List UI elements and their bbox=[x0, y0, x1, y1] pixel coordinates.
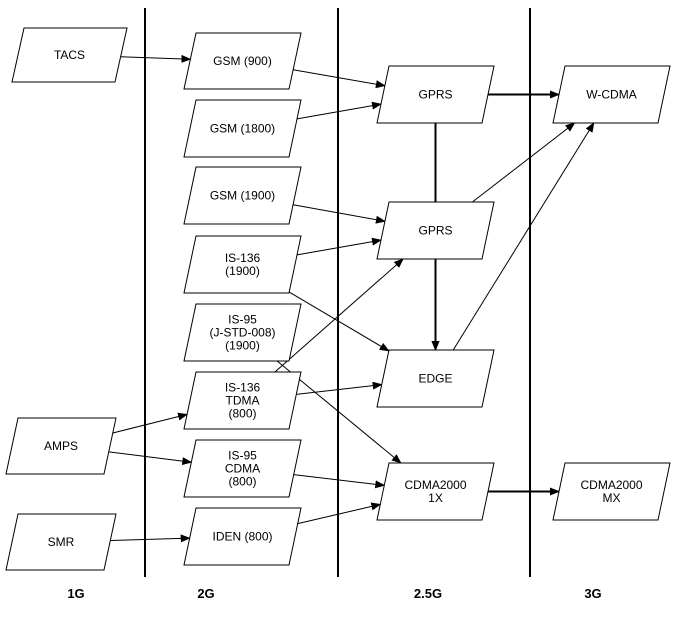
edge-is136_tdma-to-gprs_b bbox=[274, 258, 404, 373]
node-iden: IDEN (800) bbox=[183, 507, 302, 566]
node-label: IS-95 bbox=[228, 313, 257, 327]
node-shape bbox=[376, 201, 495, 260]
node-shape bbox=[183, 439, 302, 498]
edge-is136_1900-to-gprs_b bbox=[296, 237, 382, 256]
node-label: EDGE bbox=[418, 372, 452, 386]
node-shape bbox=[183, 166, 302, 225]
node-shape bbox=[183, 371, 302, 430]
node-label: GPRS bbox=[418, 224, 452, 238]
node-label: GSM (1900) bbox=[210, 189, 275, 203]
edge-is136_tdma-to-edge bbox=[296, 381, 383, 395]
node-label: SMR bbox=[48, 535, 75, 549]
generation-label-g3: 3G bbox=[584, 586, 601, 601]
node-label: (800) bbox=[228, 475, 256, 489]
node-gsm1800: GSM (1800) bbox=[183, 99, 302, 158]
node-shape bbox=[5, 513, 117, 571]
node-shape bbox=[552, 462, 671, 521]
node-label: IS-136 bbox=[225, 251, 261, 265]
node-label: MX bbox=[603, 491, 621, 505]
node-label: IS-95 bbox=[228, 449, 257, 463]
generation-label-g1: 1G bbox=[67, 586, 84, 601]
edge-gsm1800-to-gprs_a bbox=[296, 101, 382, 120]
node-is136_1900: IS-136(1900) bbox=[183, 235, 302, 294]
node-shape bbox=[183, 507, 302, 566]
node-tacs: TACS bbox=[11, 27, 128, 83]
edge-tacs-to-gsm900 bbox=[120, 54, 192, 63]
node-gsm1900: GSM (1900) bbox=[183, 166, 302, 225]
node-shape bbox=[183, 235, 302, 294]
node-label: TDMA bbox=[226, 394, 260, 408]
node-label: IS-136 bbox=[225, 381, 261, 395]
node-label: CDMA2000 bbox=[404, 478, 466, 492]
node-label: (J-STD-008) bbox=[209, 326, 275, 340]
node-label: CDMA bbox=[225, 462, 260, 476]
node-label: GSM (900) bbox=[213, 54, 272, 68]
node-shape bbox=[183, 99, 302, 158]
node-label: GPRS bbox=[418, 88, 452, 102]
edge-amps-to-is136_tdma bbox=[112, 412, 189, 434]
node-shape bbox=[376, 349, 495, 408]
node-label: (1900) bbox=[225, 264, 260, 278]
node-is95_jstd: IS-95(J-STD-008)(1900) bbox=[183, 303, 302, 362]
node-smr: SMR bbox=[5, 513, 117, 571]
generation-label-g2: 2G bbox=[197, 586, 214, 601]
edge-is136_1900-to-edge bbox=[288, 291, 390, 352]
node-shape bbox=[183, 303, 302, 362]
node-edge: EDGE bbox=[376, 349, 495, 408]
node-shape bbox=[11, 27, 128, 83]
node-label: AMPS bbox=[44, 439, 78, 453]
node-label: W-CDMA bbox=[586, 88, 636, 102]
node-label: GSM (1800) bbox=[210, 122, 275, 136]
node-label: 1X bbox=[428, 491, 443, 505]
node-gprs_a: GPRS bbox=[376, 65, 495, 124]
node-wcdma: W-CDMA bbox=[552, 65, 671, 124]
edge-is95_cdma-to-cdma2000_1x bbox=[293, 474, 386, 489]
node-label: TACS bbox=[54, 48, 85, 62]
node-gprs_b: GPRS bbox=[376, 201, 495, 260]
node-label: IDEN (800) bbox=[212, 530, 272, 544]
node-label: (1900) bbox=[225, 339, 260, 353]
edge-iden-to-cdma2000_1x bbox=[297, 502, 382, 525]
edge-gprs_b-to-wcdma bbox=[472, 122, 576, 203]
edge-gsm1900-to-gprs_b bbox=[293, 204, 386, 224]
edge-amps-to-is95_cdma bbox=[108, 451, 193, 466]
generation-label-g25: 2.5G bbox=[414, 586, 442, 601]
edge-gsm900-to-gprs_a bbox=[293, 69, 386, 89]
node-shape bbox=[5, 417, 117, 475]
generation-dividers bbox=[144, 8, 531, 577]
node-amps: AMPS bbox=[5, 417, 117, 475]
node-gsm900: GSM (900) bbox=[183, 32, 302, 90]
node-shape bbox=[376, 65, 495, 124]
node-label: CDMA2000 bbox=[580, 478, 642, 492]
edge-edge-to-wcdma bbox=[452, 122, 595, 351]
node-shape bbox=[376, 462, 495, 521]
edges-layer bbox=[108, 54, 595, 543]
nodes-layer: TACS AMPS SMR GSM (900) GSM (1800) GSM (1900)… bbox=[5, 27, 671, 571]
edge-smr-to-iden bbox=[110, 534, 191, 543]
generation-labels: 1G 2G 2.5G 3G bbox=[67, 586, 601, 601]
node-label: (800) bbox=[228, 407, 256, 421]
node-shape bbox=[183, 32, 302, 90]
node-shape bbox=[552, 65, 671, 124]
